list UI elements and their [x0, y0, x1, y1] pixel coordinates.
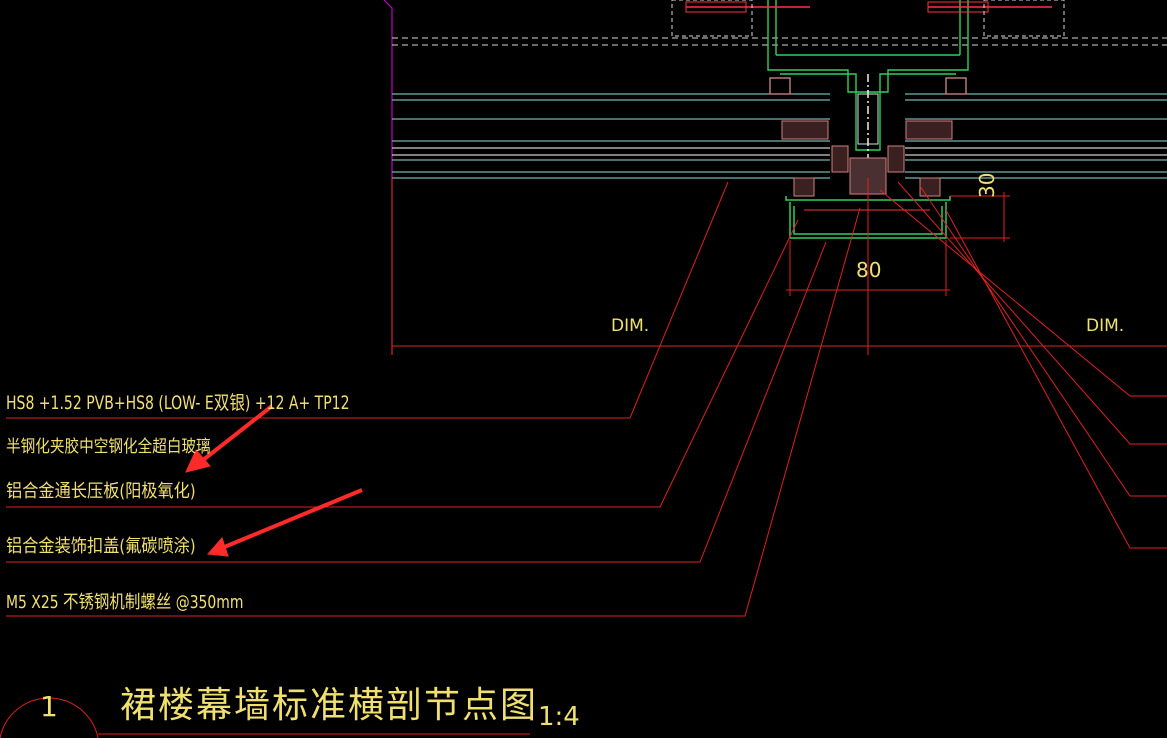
dimension-lines [391, 178, 1167, 355]
glass-type-label: 半钢化夹胶中空钢化全超白玻璃 [6, 437, 211, 457]
dashed-reference-lines [392, 37, 1167, 46]
annotation-leaders [6, 181, 1167, 617]
height-dimension-label: 30 [975, 172, 999, 198]
glass-panel-left [392, 93, 830, 179]
drawing-scale: 1:4 [538, 702, 580, 732]
drawing-title: 裙楼幕墙标准横剖节点图 [120, 685, 539, 726]
cover-cap-label: 铝合金装饰扣盖(氟碳喷涂) [6, 536, 196, 557]
glass-panel-right [905, 93, 1167, 179]
glass-spec-label: HS8 +1.52 PVB+HS8 (LOW- E双银) +12 A+ TP12 [6, 392, 350, 414]
drawing-number: 1 [40, 690, 58, 723]
sealing-gaskets [781, 93, 953, 197]
dim-right-label: DIM. [1086, 316, 1125, 336]
title-block [0, 697, 530, 738]
anchor-bolts [671, 0, 1065, 37]
width-dimension-label: 80 [856, 258, 882, 282]
screw-spec-label: M5 X25 不锈钢机制螺丝 @350mm [6, 592, 244, 613]
pressure-plate-label: 铝合金通长压板(阳极氧化) [6, 481, 196, 502]
dim-left-label: DIM. [611, 316, 650, 336]
highlight-arrows [185, 404, 363, 557]
left-boundary-line [383, 0, 393, 355]
